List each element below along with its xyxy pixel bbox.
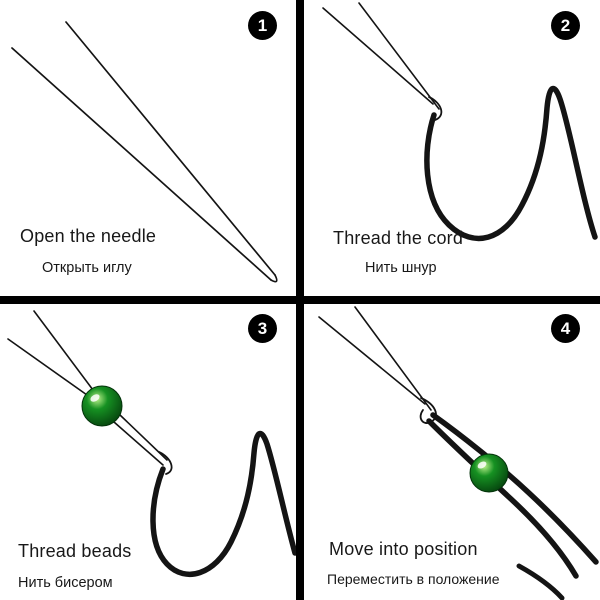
needle-wire-lower bbox=[11, 47, 272, 281]
cord-loop bbox=[424, 85, 598, 242]
thread-beads-drawing bbox=[7, 310, 297, 577]
green-bead bbox=[81, 385, 123, 427]
panel-open-needle: 1 Open the needle Открыть иглу bbox=[0, 0, 297, 297]
thread-cord-drawing bbox=[322, 2, 598, 242]
bead-highlight bbox=[477, 461, 487, 469]
move-into-position-drawing bbox=[318, 306, 599, 600]
needle-eye bbox=[158, 451, 173, 475]
panel-thread-cord: 2 Thread the cord Нить шнур bbox=[303, 0, 600, 297]
step-subtitle-ru: Нить шнур bbox=[365, 260, 437, 276]
open-needle-drawing bbox=[11, 21, 278, 283]
step-number-badge: 2 bbox=[551, 11, 580, 40]
cord-strand-upper bbox=[430, 412, 599, 565]
cord-strand-lower bbox=[426, 418, 579, 579]
step-number-badge: 1 bbox=[248, 11, 277, 40]
cord-tail bbox=[516, 563, 565, 600]
step-subtitle-ru: Открыть иглу bbox=[42, 260, 132, 276]
step-number-badge: 3 bbox=[248, 314, 277, 343]
needle-eye bbox=[428, 96, 443, 121]
green-bead bbox=[469, 453, 509, 493]
needle-wire-upper bbox=[33, 310, 94, 391]
needle-wire-lower bbox=[7, 338, 88, 396]
needle-tip bbox=[270, 274, 278, 283]
step-title: Open the needle bbox=[20, 226, 157, 246]
panel-move-into-position: 4 Move into position Переместить в полож… bbox=[303, 303, 600, 600]
bead-highlight bbox=[90, 394, 100, 402]
step-title: Thread beads bbox=[18, 541, 132, 561]
step-number-badge: 4 bbox=[551, 314, 580, 343]
vertical-divider bbox=[296, 0, 304, 600]
needle-wire-lower-after-bead bbox=[113, 421, 164, 466]
step-title: Move into position bbox=[329, 539, 478, 559]
needle-wire-lower bbox=[322, 7, 434, 105]
needle-wire-upper bbox=[354, 306, 432, 411]
needle-wire-lower bbox=[318, 316, 426, 405]
step-subtitle-ru: Нить бисером bbox=[18, 575, 113, 591]
step-subtitle-ru: Переместить в положение bbox=[327, 571, 500, 587]
panel-thread-beads: 3 Thread beads Нить бисером bbox=[0, 303, 297, 600]
needle-wire-upper bbox=[358, 2, 440, 110]
needle-wire-upper bbox=[65, 21, 276, 276]
step-title: Thread the cord bbox=[333, 228, 464, 248]
cord-loop bbox=[150, 430, 297, 577]
